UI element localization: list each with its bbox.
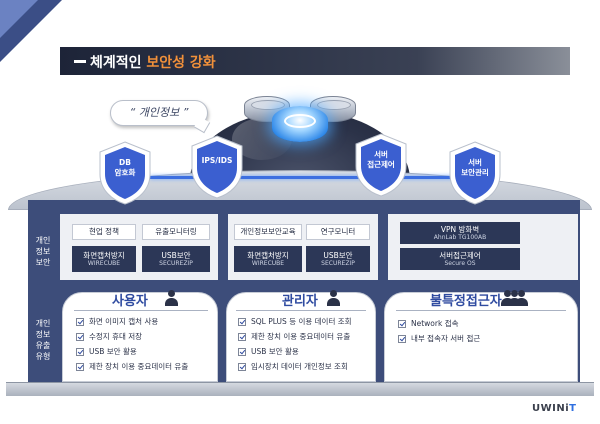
list-item: USB 보안 활용 <box>76 346 137 357</box>
user-icon <box>164 290 178 306</box>
list-item-label: 임시장치 데이터 개인정보 조회 <box>251 362 348 371</box>
side-label-text: 개인정보유출유형 <box>35 319 51 361</box>
checkbox-icon <box>76 362 84 371</box>
group-icon <box>500 290 528 306</box>
checkbox-icon <box>76 347 84 356</box>
shield-server-access-control: 서버 접근제어 <box>352 132 410 198</box>
list-item-label: USB 보안 활용 <box>251 347 299 356</box>
speech-bubble: “ 개인정보 ” <box>110 100 208 126</box>
list-item-label: 제한 장치 이용 중요데이터 유출 <box>89 362 189 371</box>
chip-sub: AhnLab TG100AB <box>433 233 487 241</box>
chip: 화면캡처방지 WIRECUBE <box>234 246 302 272</box>
side-label-security: 개인정보보안 <box>30 222 56 280</box>
chip: 서버접근제어 Secure OS <box>400 248 520 270</box>
list-item: 수정지 휴대 저장 <box>76 331 142 342</box>
title-prefix: 체계적인 <box>90 55 142 71</box>
shield-connector <box>150 176 230 179</box>
chip-label: 서버접근제어 <box>439 250 481 260</box>
checkbox-icon <box>238 347 246 356</box>
list-item-label: SQL PLUS 등 이용 데이터 조회 <box>251 317 352 326</box>
role-title: 사용자 <box>112 294 148 309</box>
shield-label: 서버 접근제어 <box>367 150 395 169</box>
platform-base <box>6 382 594 396</box>
chip-label: 연구모니터 <box>320 227 356 237</box>
list-item-label: 내부 접속자 서버 접근 <box>411 334 481 343</box>
shield-label: 서버 보안관리 <box>461 158 489 177</box>
chip: 현업 정책 <box>72 224 136 240</box>
chip-label: USB보안 <box>161 250 191 260</box>
role-title: 불특정접근자 <box>430 294 502 309</box>
role-title: 관리자 <box>282 294 318 309</box>
shield-icon <box>191 135 243 199</box>
chip-sub: WIRECUBE <box>251 259 285 267</box>
chip-label: 화면캡처방지 <box>247 250 289 260</box>
chip: 개인정보보안교육 <box>234 224 302 240</box>
chip: 화면캡처방지 WIRECUBE <box>72 246 136 272</box>
shield-connector <box>382 176 482 179</box>
list-item: Network 접속 <box>398 318 459 329</box>
checkbox-icon <box>398 319 406 328</box>
list-item: 화면 이미지 캡처 사용 <box>76 316 158 327</box>
page-title: 체계적인 보안성 강화 <box>90 52 216 72</box>
checkbox-icon <box>76 317 84 326</box>
title-accent: 보안성 강화 <box>146 55 216 71</box>
role-column-user <box>62 292 218 382</box>
chip-sub: SECUREZIP <box>159 259 193 267</box>
chip: 유출모니터링 <box>142 224 210 240</box>
chip-label: 개인정보보안교육 <box>240 227 296 237</box>
brand-logo: UWINiT <box>532 403 577 414</box>
role-divider <box>236 310 366 311</box>
list-item: 내부 접속자 서버 접근 <box>398 333 480 344</box>
side-label-leak-types: 개인정보유출유형 <box>30 300 56 380</box>
list-item: 제한 장치 이용 중요데이터 유출 <box>238 331 350 342</box>
core-ring <box>284 114 316 128</box>
chip-label: 현업 정책 <box>89 227 119 237</box>
chip-label: USB보안 <box>323 250 353 260</box>
shield-icon <box>449 141 501 205</box>
list-item: USB 보안 활용 <box>238 346 299 357</box>
shield-label: DB 암호화 <box>114 158 136 177</box>
list-item: 제한 장치 이용 중요데이터 유출 <box>76 361 188 372</box>
checkbox-icon <box>238 332 246 341</box>
checkbox-icon <box>76 332 84 341</box>
role-column-unknown <box>384 292 578 382</box>
chip-label: 유출모니터링 <box>155 227 197 237</box>
list-item-label: 화면 이미지 캡처 사용 <box>89 317 159 326</box>
title-bar <box>60 47 570 75</box>
list-item-label: 제한 장치 이용 중요데이터 유출 <box>251 332 351 341</box>
role-column-admin <box>226 292 376 382</box>
list-item-label: 수정지 휴대 저장 <box>89 332 143 341</box>
chip: USB보안 SECUREZIP <box>306 246 370 272</box>
corner-decoration-light <box>0 0 38 38</box>
brand-accent: T <box>569 403 577 414</box>
shield-connector <box>236 176 376 179</box>
chip-sub: WIRECUBE <box>87 259 121 267</box>
role-divider <box>396 310 566 311</box>
chip-label: 화면캡처방지 <box>83 250 125 260</box>
shield-label: IPS/IDS <box>201 156 233 165</box>
list-item-label: Network 접속 <box>411 319 459 328</box>
checkbox-icon <box>238 317 246 326</box>
list-item: 임시장치 데이터 개인정보 조회 <box>238 361 348 372</box>
shield-ips-ids: IPS/IDS <box>188 134 246 200</box>
checkbox-icon <box>238 362 246 371</box>
chip-sub: Secure OS <box>444 259 476 267</box>
admin-icon <box>326 290 340 306</box>
shield-db-encryption: DB 암호화 <box>96 140 154 206</box>
list-item: SQL PLUS 등 이용 데이터 조회 <box>238 316 352 327</box>
shield-server-security-mgmt: 서버 보안관리 <box>446 140 504 206</box>
side-label-text: 개인정보보안 <box>35 235 51 267</box>
chip: VPN 방화벽 AhnLab TG100AB <box>400 222 520 244</box>
shield-icon <box>355 133 407 197</box>
brand-name: UWINi <box>532 403 570 414</box>
chip: USB보안 SECUREZIP <box>142 246 210 272</box>
chip: 연구모니터 <box>306 224 370 240</box>
checkbox-icon <box>398 334 406 343</box>
role-divider <box>74 310 208 311</box>
chip-sub: SECUREZIP <box>321 259 355 267</box>
shield-icon <box>99 141 151 205</box>
chip-label: VPN 방화벽 <box>440 224 480 234</box>
title-dash <box>74 60 86 63</box>
list-item-label: USB 보안 활용 <box>89 347 137 356</box>
